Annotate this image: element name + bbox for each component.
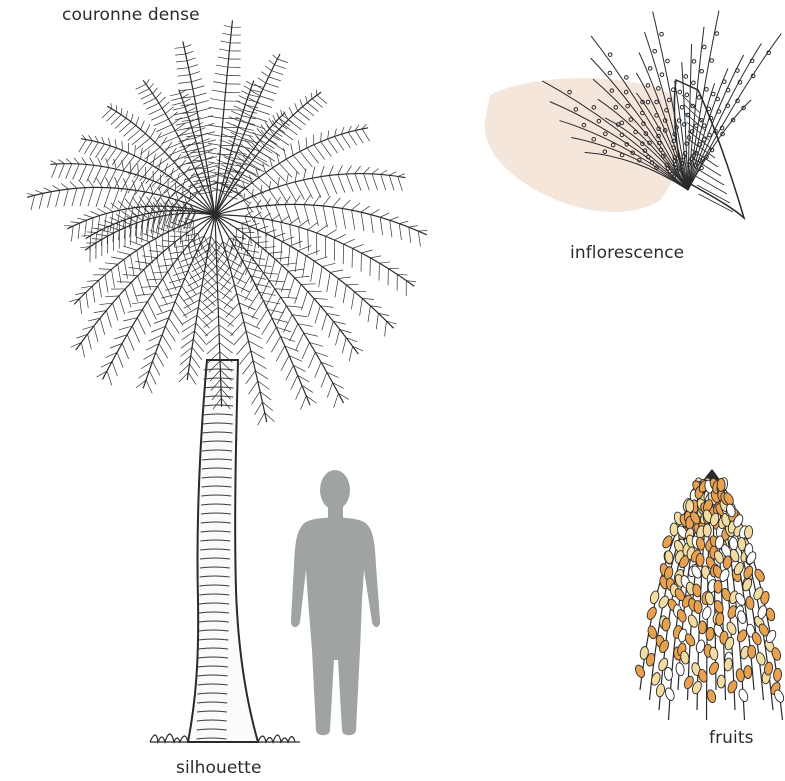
label-fruits: fruits <box>709 728 754 748</box>
palm-tree-illustration <box>27 20 428 742</box>
inflorescence-wash <box>485 78 683 212</box>
fruit-cluster-illustration <box>634 470 785 720</box>
label-inflorescence: inflorescence <box>570 243 684 263</box>
human-scale-silhouette <box>291 470 380 735</box>
inflorescence-illustration <box>485 11 782 218</box>
label-couronne-dense: couronne dense <box>62 5 200 25</box>
label-silhouette: silhouette <box>176 758 262 778</box>
